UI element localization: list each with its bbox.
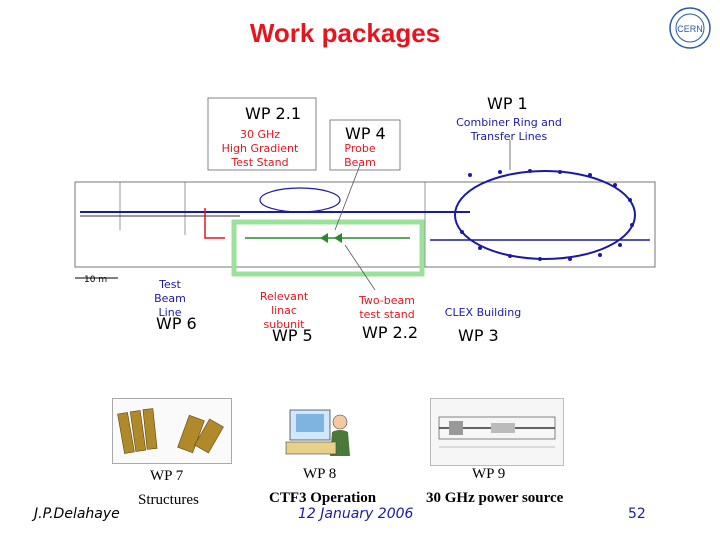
wp4-box	[329, 119, 401, 171]
wp7-description: Structures	[138, 492, 199, 508]
wp2-1-description: 30 GHz High Gradient Test Stand	[221, 128, 299, 169]
date-footer: 12 January 2006	[298, 506, 414, 522]
delay-loop	[259, 187, 341, 213]
wp6-label: WP 6	[156, 314, 197, 333]
page-title: Work packages	[249, 18, 441, 48]
combiner-ring	[454, 170, 636, 260]
wp3-label: WP 3	[458, 326, 499, 345]
building-outline	[74, 181, 656, 268]
wp8-description: CTF3 Operation	[269, 490, 377, 506]
wp9-label: WP 9	[472, 466, 506, 482]
wp5-label: WP 5	[272, 326, 313, 345]
wp4-label: WP 4	[345, 124, 386, 143]
wp5-description: Relevant linac subunit	[259, 290, 309, 331]
scale-label: 10 m	[84, 275, 108, 285]
wp2-1-label: WP 2.1	[245, 104, 301, 123]
power-source-picture	[430, 398, 564, 466]
cern-logo: CERN	[668, 6, 712, 50]
wp1-description: Combiner Ring and Transfer Lines	[456, 116, 562, 143]
wp6-description: Test Beam Line	[154, 278, 186, 319]
author-footer: J.P.Delahaye	[34, 506, 120, 522]
cern-logo-icon: CERN	[669, 7, 711, 49]
wp5-highlight	[231, 219, 425, 277]
svg-text:CERN: CERN	[677, 24, 703, 34]
wp8-label: WP 8	[303, 466, 337, 482]
page-number: 52	[628, 506, 646, 522]
ctf3-layout-diagram	[74, 97, 656, 291]
wp2-2-description: Two-beam test stand	[358, 294, 415, 321]
wp1-label: WP 1	[487, 94, 528, 113]
wp9-description: 30 GHz power source	[426, 490, 564, 506]
wp4-description: Probe Beam	[344, 142, 376, 169]
wp3-description: CLEX Building	[444, 306, 522, 319]
structures-picture	[112, 398, 232, 464]
wp2-1-box	[207, 97, 317, 171]
operation-picture	[284, 402, 356, 460]
wp2-2-label: WP 2.2	[362, 323, 418, 342]
wp7-label: WP 7	[150, 468, 184, 484]
